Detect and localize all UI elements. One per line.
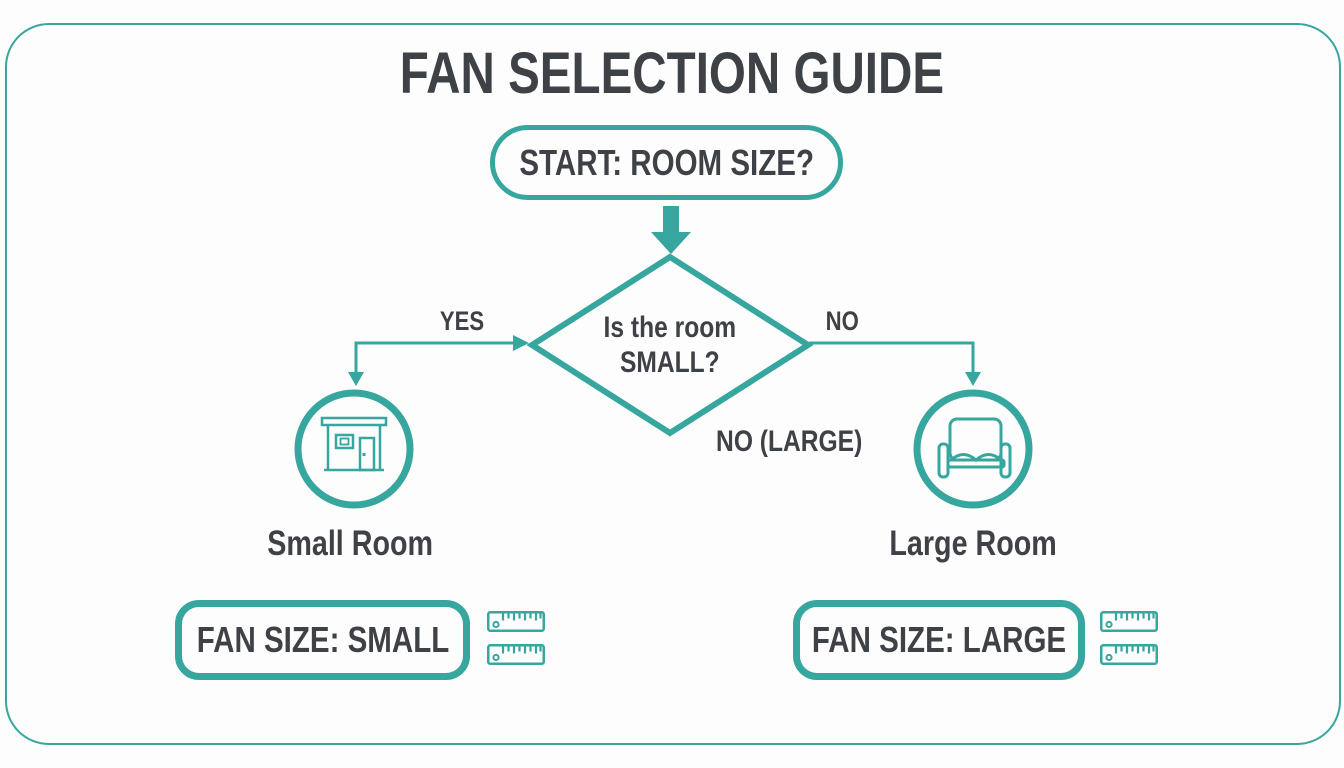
no-branch-label: NO: [782, 306, 902, 337]
yes-arrowhead-down-icon: [348, 372, 364, 386]
no-connector-line: [809, 341, 975, 374]
small-room-text: Small Room: [267, 524, 433, 563]
outer-frame-border: [5, 23, 1341, 745]
yes-connector-line: [354, 341, 514, 374]
decision-label-line2: SMALL?: [620, 346, 720, 379]
down-arrow-icon: [651, 206, 691, 254]
no-label-text: NO: [825, 306, 859, 336]
small-room-label: Small Room: [240, 524, 460, 564]
small-room-circle: [294, 389, 414, 509]
yes-arrowhead-right-icon: [513, 335, 529, 351]
decision-node-label: Is the room SMALL?: [570, 310, 770, 380]
no-large-annotation: NO (LARGE): [689, 425, 889, 459]
ruler-icon: [487, 644, 545, 665]
yes-branch-label: YES: [402, 306, 522, 337]
large-room-text: Large Room: [889, 524, 1057, 563]
large-room-label: Large Room: [863, 524, 1083, 564]
ruler-icon: [487, 611, 545, 632]
yes-label-text: YES: [439, 306, 485, 336]
fan-size-small-node: FAN SIZE: SMALL: [175, 600, 470, 680]
ruler-icon: [1100, 611, 1158, 632]
decision-label-line1: Is the room: [603, 311, 737, 344]
ruler-icon: [1100, 644, 1158, 665]
start-node-label: START: ROOM SIZE?: [519, 141, 814, 183]
fan-size-large-text: FAN SIZE: LARGE: [811, 619, 1067, 660]
large-room-circle: [913, 389, 1033, 509]
decision-diamond-shape: [526, 253, 814, 437]
no-arrowhead-down-icon: [965, 372, 981, 386]
fan-size-large-node: FAN SIZE: LARGE: [793, 600, 1085, 680]
start-node: START: ROOM SIZE?: [490, 125, 843, 200]
page-title: FAN SELECTION GUIDE: [0, 40, 1344, 107]
shed-icon: [320, 416, 388, 472]
page-title-text: FAN SELECTION GUIDE: [399, 41, 945, 106]
fan-size-small-text: FAN SIZE: SMALL: [196, 619, 449, 660]
sofa-icon: [937, 417, 1012, 479]
no-large-text: NO (LARGE): [715, 425, 863, 458]
